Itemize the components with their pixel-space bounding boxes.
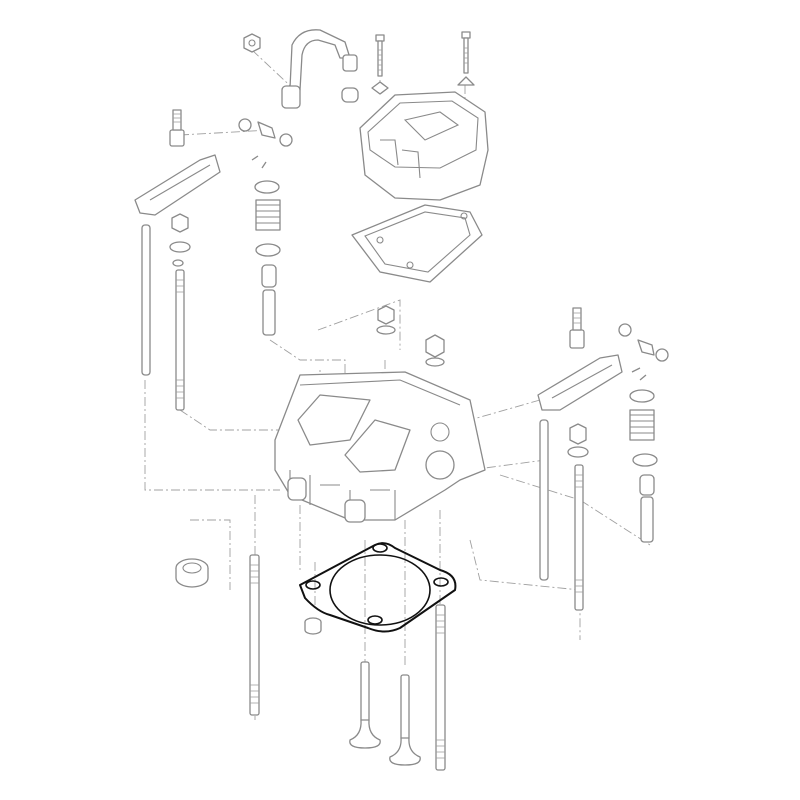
cover-bolt-right bbox=[457, 31, 475, 86]
cylinder-head bbox=[274, 371, 486, 523]
stud-left bbox=[175, 269, 185, 411]
intake-valve bbox=[349, 661, 381, 749]
head-gasket bbox=[299, 542, 457, 633]
cover-gasket bbox=[351, 204, 483, 283]
rocker-arm-right bbox=[537, 307, 669, 411]
head-nuts bbox=[376, 305, 445, 367]
valve-cover bbox=[359, 91, 489, 201]
seal-ring bbox=[175, 558, 209, 588]
long-stud-left bbox=[249, 554, 260, 716]
exhaust-valve bbox=[389, 674, 421, 766]
bracket-nut bbox=[243, 33, 261, 53]
valve-spring-right bbox=[567, 367, 658, 543]
stud-right bbox=[574, 464, 584, 611]
rocker-nut-washer-left bbox=[169, 118, 293, 267]
long-stud-right bbox=[435, 604, 446, 771]
dowel-sleeve bbox=[304, 617, 322, 635]
rocker-arm-left bbox=[134, 109, 221, 216]
lifting-bracket bbox=[281, 29, 359, 109]
pushrod-left bbox=[141, 224, 151, 376]
cover-bolt-left bbox=[371, 34, 389, 95]
valve-spring-left bbox=[251, 155, 281, 336]
pushrod-right bbox=[539, 419, 549, 581]
